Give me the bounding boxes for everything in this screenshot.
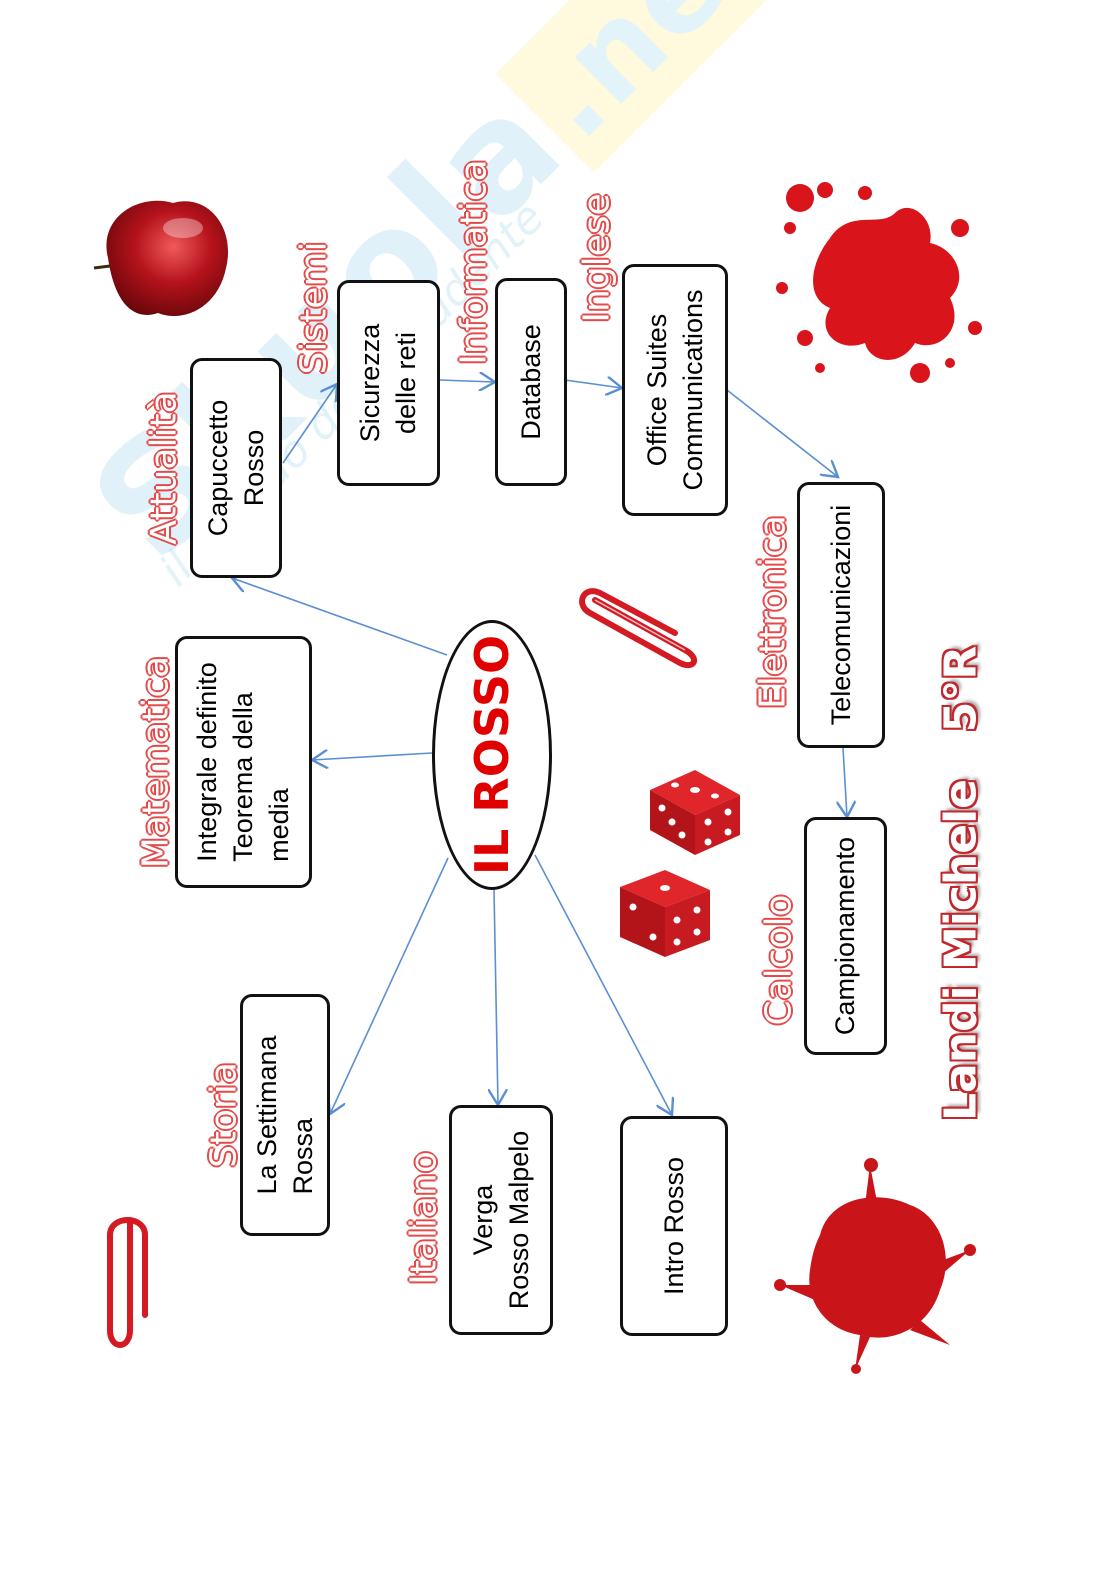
arrow-to-calcolo bbox=[843, 748, 847, 817]
arrow-to-matematica bbox=[312, 753, 432, 760]
node-intro-text: Intro Rosso bbox=[656, 1157, 692, 1295]
subject-sistemi: Sistemi bbox=[294, 242, 335, 375]
arrow-to-intro bbox=[535, 855, 672, 1115]
node-informatica-text: Database bbox=[513, 324, 549, 440]
subject-matematica: Matematica bbox=[136, 656, 177, 868]
subject-inglese: Inglese bbox=[577, 193, 618, 322]
arrow-to-informatica bbox=[440, 380, 495, 382]
subject-elettronica: Elettronica bbox=[753, 515, 794, 709]
subject-calcolo: Calcolo bbox=[759, 894, 800, 1025]
subject-storia: Storia bbox=[204, 1062, 245, 1168]
arrow-to-storia bbox=[330, 858, 448, 1114]
author-class: 5°R bbox=[936, 646, 987, 733]
arrow-to-inglese bbox=[565, 380, 622, 388]
arrow-to-sistemi bbox=[283, 384, 337, 463]
subject-informatica: Informatica bbox=[454, 159, 495, 364]
central-title: IL ROSSO bbox=[465, 635, 519, 875]
arrow-to-elettronica bbox=[727, 390, 838, 477]
node-elettronica-text: Telecomunicazioni bbox=[823, 505, 859, 726]
subject-italiano: Italiano bbox=[404, 1151, 445, 1285]
subject-attualita: Attualità bbox=[144, 391, 185, 544]
arrow-to-italiano bbox=[494, 890, 498, 1105]
author-name: Landi Michele bbox=[936, 779, 987, 1121]
node-calcolo-text: Campionamento bbox=[827, 837, 863, 1035]
